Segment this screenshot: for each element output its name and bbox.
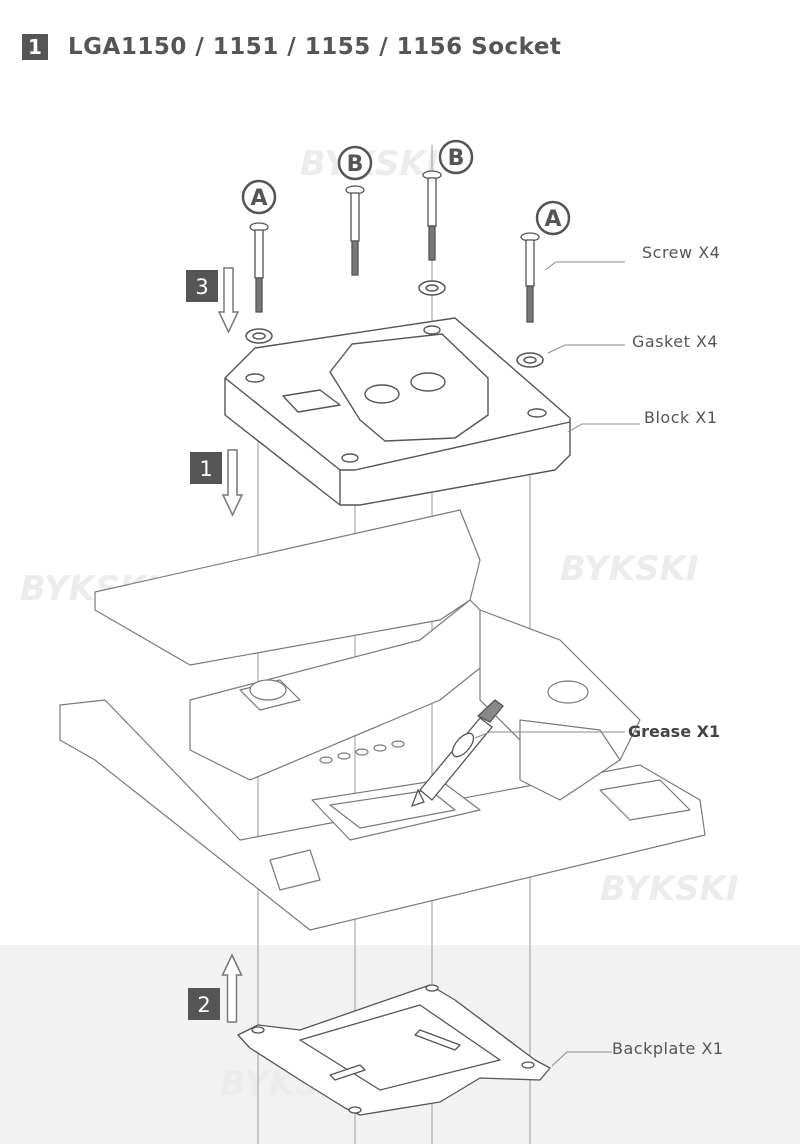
grease-label: Grease X1	[628, 722, 720, 741]
watermark-text: BYKSKI	[560, 549, 699, 589]
arrow-down-icon	[221, 449, 244, 517]
screw-icon	[520, 232, 540, 323]
step-1-indicator: 1	[190, 449, 244, 517]
gasket-icon	[516, 352, 544, 368]
arrow-down-icon	[217, 267, 240, 334]
watermark-layer: BYKSKI BYKSKI BYKSKI BYKSKI BYKSKI	[20, 144, 739, 1104]
section-step-badge: 1	[22, 34, 48, 60]
motherboard	[59, 509, 706, 931]
screw-marker-a-left: A	[241, 179, 277, 215]
svg-text:A: A	[544, 207, 561, 232]
screw-icon	[345, 185, 365, 276]
svg-text:A: A	[250, 186, 267, 211]
svg-text:B: B	[347, 152, 364, 177]
block-label: Block X1	[644, 408, 718, 427]
step-2-indicator: 2	[188, 953, 243, 1023]
svg-text:2: 2	[197, 993, 210, 1017]
screw-marker-b-left: B	[337, 145, 373, 181]
backplate-label: Backplate X1	[612, 1039, 724, 1058]
screw-marker-b-right: B	[438, 139, 474, 175]
section-title: LGA1150 / 1151 / 1155 / 1156 Socket	[68, 34, 562, 60]
screw-label: Screw X4	[642, 243, 720, 262]
svg-text:1: 1	[199, 457, 212, 481]
svg-text:3: 3	[195, 275, 208, 299]
screw-icon	[422, 170, 442, 261]
gasket-icon	[418, 280, 446, 296]
svg-text:B: B	[448, 146, 465, 171]
leader-lines	[474, 261, 640, 1067]
watermark-text: BYKSKI	[600, 869, 739, 909]
gasket-icon	[245, 328, 273, 344]
section-header: 1 LGA1150 / 1151 / 1155 / 1156 Socket	[22, 30, 561, 64]
water-block	[224, 317, 571, 506]
screws	[249, 170, 540, 323]
screw-icon	[249, 222, 269, 313]
arrow-up-icon	[221, 953, 243, 1023]
gasket-label: Gasket X4	[632, 332, 718, 351]
step-3-indicator: 3	[186, 267, 240, 334]
screw-marker-a-right: A	[535, 200, 571, 236]
thermal-grease-syringe-icon	[410, 699, 504, 808]
backplate	[237, 984, 551, 1116]
